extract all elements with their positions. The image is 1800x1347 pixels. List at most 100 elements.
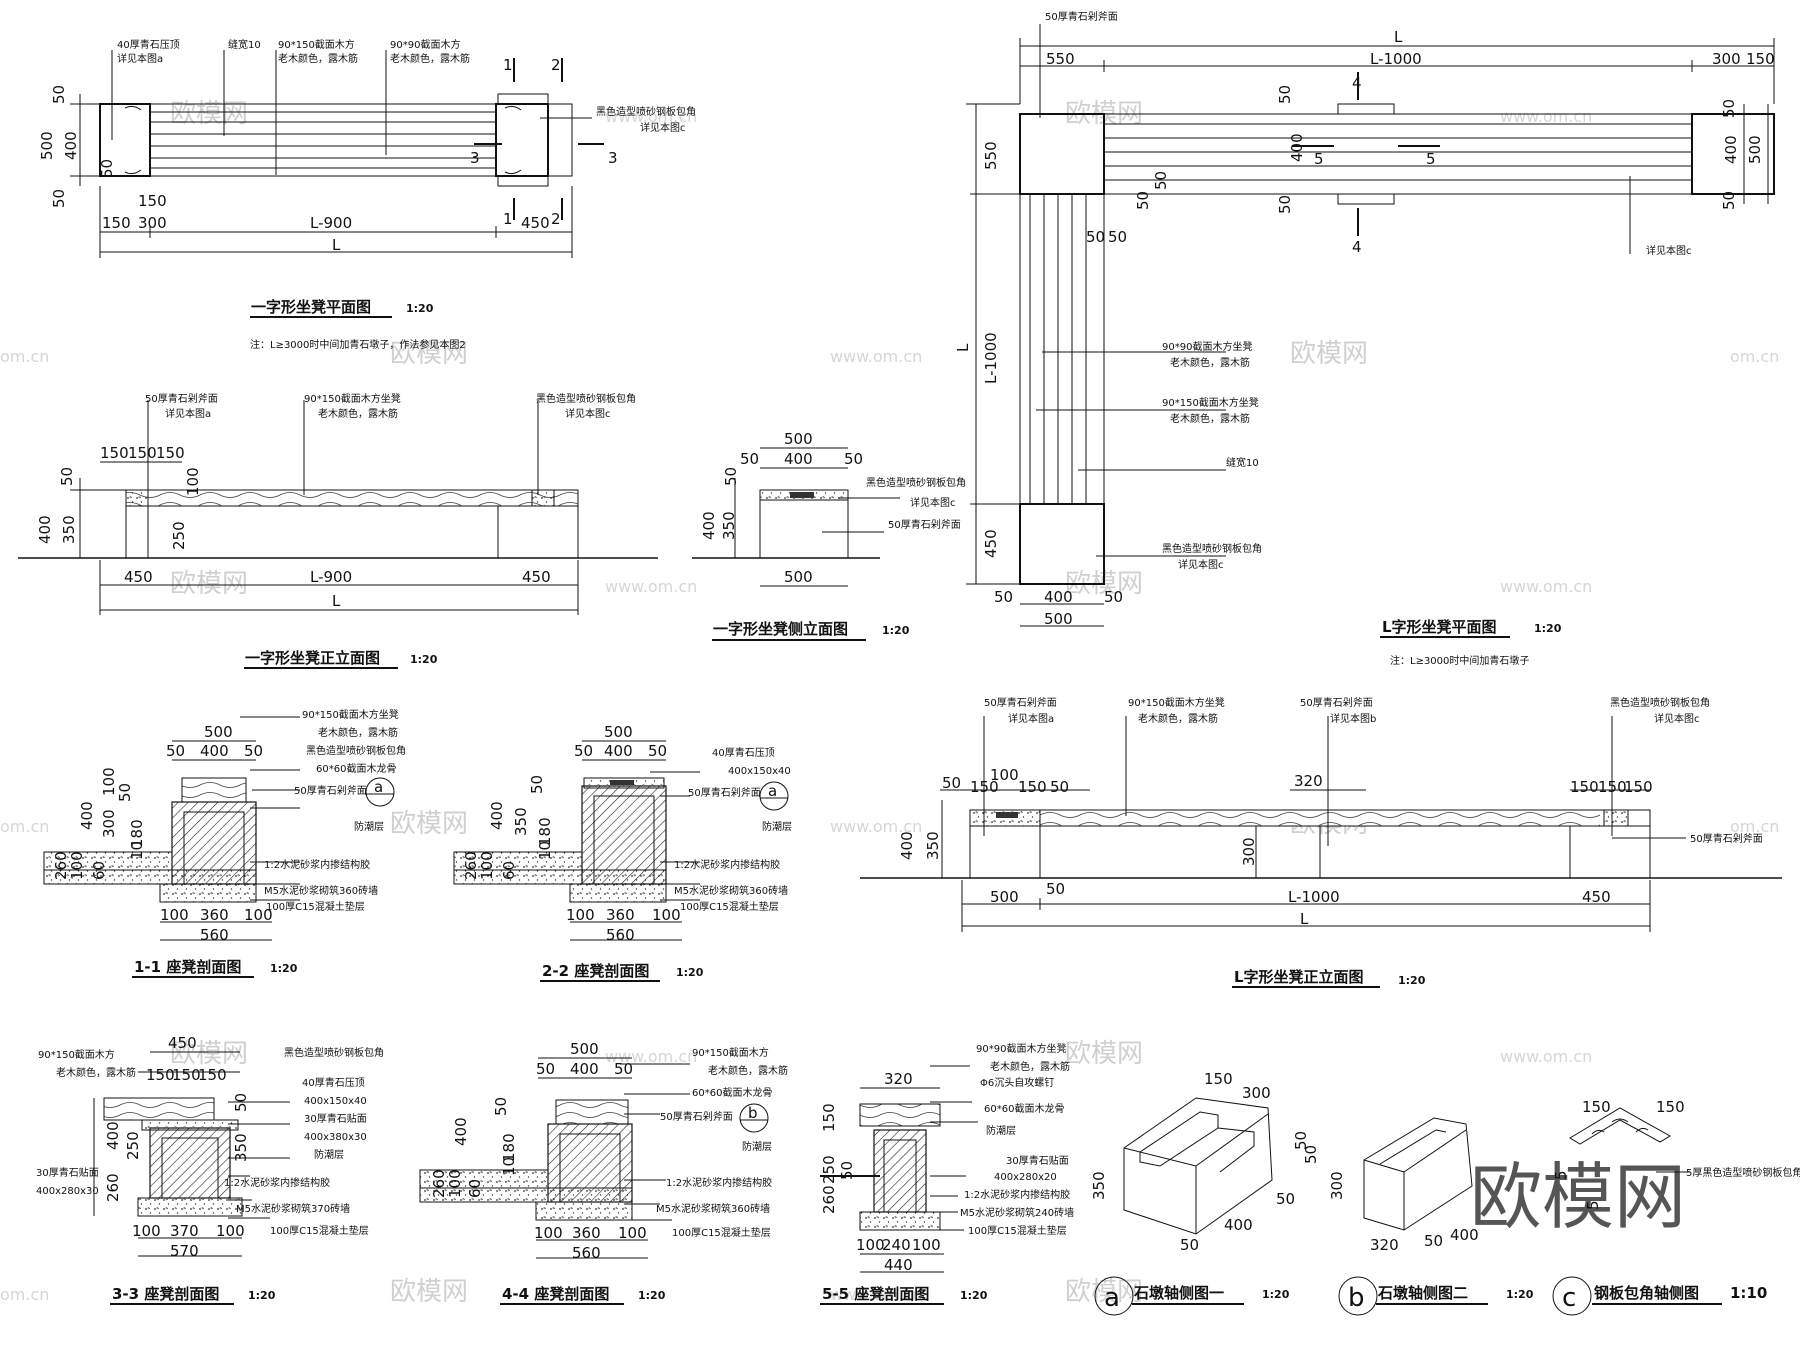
section-5-5: 320 150 250 50 260 100 240 100 440 90*90… xyxy=(820,1042,1074,1305)
dim: 500 xyxy=(1746,135,1764,164)
s44-label: 老木颜色，露木筋 xyxy=(708,1064,788,1077)
s44-label: 1:2水泥砂浆内掺结构胶 xyxy=(666,1176,772,1189)
dim: 50 xyxy=(50,85,68,104)
s33-label: 400x280x30 xyxy=(36,1186,99,1197)
dim: 50 xyxy=(58,467,76,486)
section-1-1: 500 50 400 50 400 300 100 50 180 10 260 … xyxy=(43,708,406,978)
dim: 260 xyxy=(430,1169,448,1198)
dim: L xyxy=(954,343,972,352)
dim: 50 xyxy=(116,783,134,802)
s33-label: 400x150x40 xyxy=(304,1096,367,1107)
dim: 400 xyxy=(36,515,54,544)
dim: 50 xyxy=(838,1161,856,1180)
dim: 150 xyxy=(1624,778,1653,796)
elev1-title: 一字形坐凳正立面图 xyxy=(245,649,380,667)
dim: 560 xyxy=(572,1244,601,1262)
lelev-label: 黑色造型喷砂钢板包角 xyxy=(1610,696,1710,709)
dim: 100 xyxy=(184,467,202,496)
lplan-label: 老木颜色，露木筋 xyxy=(1170,412,1250,425)
watermark: www.om.cn xyxy=(605,577,697,596)
plan-l-bench: 4 4 5 5 L 550 L-1000 300 150 50厚青石剁斧面 55… xyxy=(954,10,1775,667)
axo-badge: c xyxy=(1562,1283,1576,1313)
dim: 100 xyxy=(160,906,189,924)
dim: 300 xyxy=(1240,837,1258,866)
dim: 400 xyxy=(452,1117,470,1146)
dim: 450 xyxy=(1582,888,1611,906)
lelev-label: 详见本图b xyxy=(1330,712,1376,725)
dim: 5 xyxy=(1584,1200,1602,1210)
plan1-label: 老木颜色，露木筋 xyxy=(390,52,470,65)
s11-label: 1:2水泥砂浆内掺结构胶 xyxy=(264,858,370,871)
dim: 50 xyxy=(614,1060,633,1078)
s44-label: M5水泥砂浆砌筑360砖墙 xyxy=(656,1202,770,1215)
s33-label: 40厚青石压顶 xyxy=(302,1076,365,1089)
dim: 300 xyxy=(1712,50,1741,68)
dim: 400 xyxy=(700,511,718,540)
s44-badge: b xyxy=(748,1104,758,1122)
dim: 100 xyxy=(216,1222,245,1240)
watermark: www.om.cn xyxy=(830,1285,922,1304)
dim: 500 xyxy=(1044,610,1073,628)
dim: 350 xyxy=(720,511,738,540)
watermark: om.cn xyxy=(1730,817,1779,836)
cut-mark: 4 xyxy=(1352,74,1362,92)
lelev-title: L字形坐凳正立面图 xyxy=(1234,968,1364,986)
dim: 50 xyxy=(1180,1236,1199,1254)
dim: 50 xyxy=(574,742,593,760)
s33-scale: 1:20 xyxy=(248,1289,276,1302)
dim: 50 xyxy=(166,742,185,760)
dim: 180 xyxy=(536,817,554,846)
dim: 260 xyxy=(820,1185,838,1214)
dim: 560 xyxy=(606,926,635,944)
dim: 150 xyxy=(102,214,131,232)
s55-label: 100厚C15混凝土垫层 xyxy=(968,1224,1067,1237)
s55-label: 400x280x20 xyxy=(994,1172,1057,1183)
dim: 10 xyxy=(128,841,146,860)
dim: 100 xyxy=(68,851,86,880)
s55-label: 90*90截面木方坐凳 xyxy=(976,1042,1066,1055)
s22-label: 400x150x40 xyxy=(728,766,791,777)
dim: 50 xyxy=(1134,191,1152,210)
dim: 100 xyxy=(652,906,681,924)
s11-label: 防潮层 xyxy=(354,820,384,833)
watermark: www.om.cn xyxy=(1500,107,1592,126)
dim: 320 xyxy=(884,1070,913,1088)
dim: 370 xyxy=(170,1222,199,1240)
dim: 50 xyxy=(1424,1232,1443,1250)
axo-steel-corner: 150 150 5 5 5厚黑色造型喷砂钢板包角 c 钢板包角轴侧图 1:10 xyxy=(1552,1098,1800,1316)
plan-straight-bench: 40厚青石压顶 详见本图a 缝宽10 90*150截面木方 老木颜色，露木筋 9… xyxy=(38,38,696,351)
logo-watermark: 欧模网 xyxy=(1470,1155,1686,1239)
dim: 550 xyxy=(982,141,1000,170)
section-4-4: 500 50 400 50 400 50 180 10 260 100 60 1… xyxy=(419,1040,788,1305)
dim: 400 xyxy=(1044,588,1073,606)
dim: 150 xyxy=(820,1103,838,1132)
dim: L-1000 xyxy=(1288,888,1340,906)
dim: 400 xyxy=(1450,1226,1479,1244)
cut-mark: 3 xyxy=(608,149,618,167)
dim: 260 xyxy=(462,851,480,880)
s22-label: 防潮层 xyxy=(762,820,792,833)
dim: 50 xyxy=(1720,99,1738,118)
lelev-scale: 1:20 xyxy=(1398,974,1426,987)
dim: L-900 xyxy=(310,214,352,232)
s44-label: 50厚青石剁斧面 xyxy=(660,1110,733,1123)
dim: 450 xyxy=(168,1034,197,1052)
side1-label: 详见本图c xyxy=(910,496,956,509)
s11-label: M5水泥砂浆砌筑360砖墙 xyxy=(264,884,378,897)
cut-mark: 1 xyxy=(503,56,513,74)
elev1-scale: 1:20 xyxy=(410,653,438,666)
axo-title: 石墩轴侧图二 xyxy=(1377,1284,1468,1302)
lelev-label: 老木颜色，露木筋 xyxy=(1138,712,1218,725)
watermark: 欧模网 xyxy=(390,809,468,839)
dim: 300 xyxy=(1242,1084,1271,1102)
dim: 300 xyxy=(138,214,167,232)
dim: 150 xyxy=(1570,778,1599,796)
plan1-label: 90*150截面木方 xyxy=(278,38,355,51)
plan1-note: 注：L≥3000时中间加青石墩子，作法参见本图2 xyxy=(250,338,466,351)
dim: 400 xyxy=(570,1060,599,1078)
s33-label: 老木颜色，露木筋 xyxy=(56,1066,136,1079)
dim: 150 xyxy=(1018,778,1047,796)
s55-scale: 1:20 xyxy=(960,1289,988,1302)
watermark: 欧模网 xyxy=(1065,1039,1143,1069)
